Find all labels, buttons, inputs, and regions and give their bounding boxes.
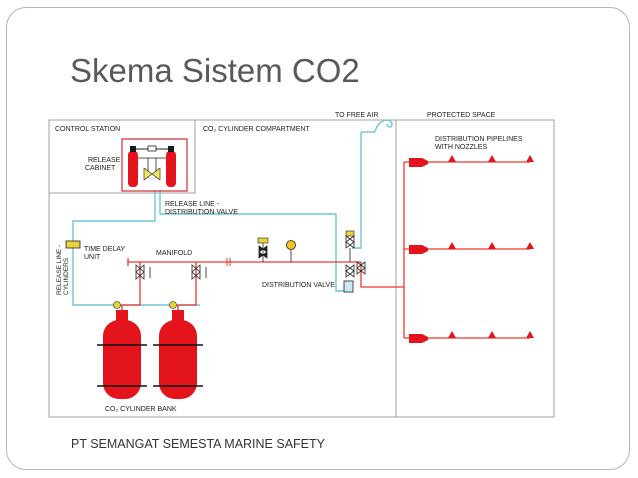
label-to-free-air: TO FREE AIR (335, 112, 378, 119)
manifold-break (226, 258, 231, 266)
nozzle-head-row-1 (409, 158, 428, 167)
manifold-valve-1 (135, 264, 151, 280)
label-release-line-cylinders: RELEASE LINE -CYLINDERS (56, 245, 70, 295)
co2-cylinder-2 (153, 301, 203, 399)
label-release-line-distribution-valve: RELEASE LINE -DISTRIBUTION VALVE (165, 201, 238, 216)
distribution-nozzles (448, 155, 534, 338)
label-manifold: MANIFOLD (156, 250, 192, 257)
label-protected-space: PROTECTED SPACE (427, 112, 496, 119)
pressure-gauge (286, 240, 296, 262)
control-station-box (48, 119, 196, 194)
label-cylinder-compartment: CO₂ CYLINDER COMPARTMENT (203, 126, 310, 133)
nozzle-head-row-3 (409, 334, 428, 343)
time-delay-unit (65, 240, 81, 249)
nozzle-head-row-2 (409, 245, 428, 254)
label-control-station: CONTROL STATION (55, 126, 120, 133)
release-cabinet (121, 138, 188, 192)
manifold-valve-2 (191, 264, 207, 280)
line-valve (257, 237, 269, 262)
slide-title: Skema Sistem CO2 (70, 52, 360, 89)
distribution-valve (343, 230, 366, 293)
slide-footer: PT SEMANGAT SEMESTA MARINE SAFETY (71, 437, 325, 451)
co2-cylinder-1 (97, 301, 147, 399)
label-distribution-valve: DISTRIBUTION VALVE (262, 282, 335, 289)
diagram-frame (48, 119, 555, 418)
label-cylinder-bank: CO₂ CYLINDER BANK (105, 406, 177, 413)
